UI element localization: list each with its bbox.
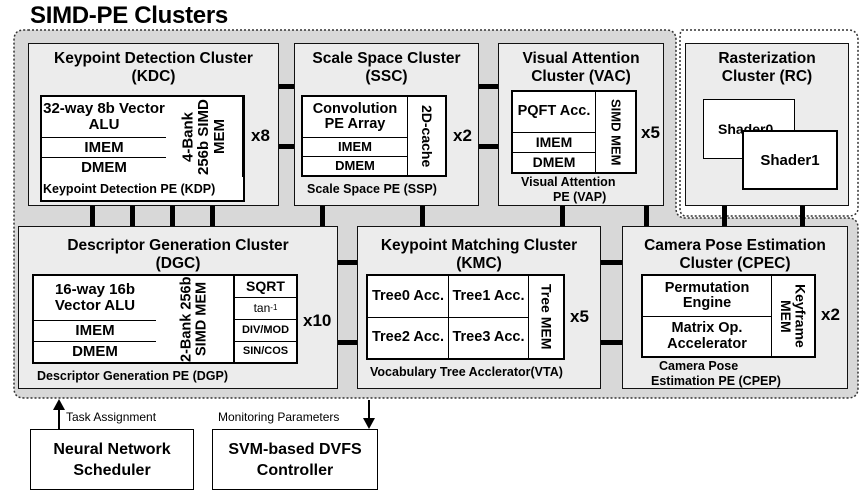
page-title: SIMD-PE Clusters	[30, 2, 228, 29]
dgp-alu: 16-way 16b Vector ALU	[54, 281, 136, 314]
kmc-title: Keypoint Matching Cluster	[380, 237, 578, 254]
kdc-mult: x8	[251, 126, 270, 145]
dgp-tan-label: tan	[253, 301, 271, 316]
vap-imem: IMEM	[513, 132, 595, 152]
cpec-cluster: Camera Pose Estimation Cluster (CPEC) Pe…	[622, 226, 848, 389]
cpec-caption2: Estimation PE (CPEP)	[651, 374, 781, 388]
bus-ssc-kmc	[420, 205, 425, 227]
bus-kdc-ssc-2	[278, 144, 294, 149]
vac-cluster: Visual Attention Cluster (VAC) PQFT Acc.…	[498, 43, 664, 206]
ssp-cache: 2D-cache	[407, 97, 445, 175]
bus-dgc-kmc-2	[338, 340, 358, 345]
vap-mem: SIMD MEM	[595, 92, 635, 172]
bus-kmc-cpec	[600, 260, 622, 265]
bus-ssc-vac-2	[478, 144, 498, 149]
cpec-title: Camera Pose Estimation	[644, 237, 826, 254]
dgc-cluster: Descriptor Generation Cluster (DGC) 16-w…	[18, 226, 338, 389]
dgp-dmem: DMEM	[34, 341, 156, 362]
monitoring-arrowhead	[363, 418, 375, 429]
kdp-dmem: DMEM	[42, 157, 166, 177]
ssp-imem: IMEM	[303, 137, 407, 156]
kdp-pe: 32-way 8b Vector ALU IMEM DMEM 4-Bank 25…	[40, 95, 245, 202]
vta-tree0: Tree0 Acc.	[371, 287, 444, 304]
ssc-mult: x2	[453, 126, 472, 145]
bus-kdc-dgc-1	[90, 205, 95, 227]
kmc-cluster: Keypoint Matching Cluster (KMC) Tree0 Ac…	[357, 226, 601, 389]
bus-kmc-cpec-2	[600, 340, 622, 345]
shader1-box: Shader1	[742, 130, 838, 190]
kdp-alu: 32-way 8b Vector ALU	[43, 100, 165, 133]
vta-mem: Tree MEM	[528, 276, 563, 358]
dvfs-controller-box: SVM-based DVFS Controller	[212, 429, 378, 490]
vta-pe: Tree0 Acc. Tree1 Acc. Tree2 Acc. Tree3 A…	[366, 274, 565, 360]
bus-dgc-kmc	[338, 260, 358, 265]
kdc-abbr: (KDC)	[131, 68, 176, 85]
vac-mult: x5	[641, 123, 660, 142]
vac-abbr: Cluster (VAC)	[531, 68, 631, 85]
ssc-title: Scale Space Cluster	[312, 50, 461, 67]
vta-tree3: Tree3 Acc.	[448, 317, 528, 358]
ssc-abbr: (SSC)	[365, 68, 408, 85]
ssp-pe: Convolution PE Array IMEM DMEM 2D-cache	[301, 95, 447, 177]
ssc-caption: Scale Space PE (SSP)	[307, 182, 437, 196]
monitoring-label: Monitoring Parameters	[218, 410, 340, 424]
vap-acc: PQFT Acc.	[517, 103, 591, 120]
rc-abbr: Cluster (RC)	[721, 68, 813, 85]
vac-caption1: Visual Attention	[521, 175, 616, 189]
vap-pe: PQFT Acc. IMEM DMEM SIMD MEM	[511, 90, 637, 174]
dgp-pe: 16-way 16b Vector ALU IMEM DMEM 2-Bank 2…	[32, 274, 298, 364]
bus-kdc-dgc-3	[170, 205, 175, 227]
kdc-caption: Keypoint Detection PE (KDP)	[43, 182, 216, 196]
ssp-dmem: DMEM	[303, 156, 407, 175]
kmc-abbr: (KMC)	[456, 255, 502, 272]
bus-kdc-ssc	[278, 84, 294, 89]
dgp-imem: IMEM	[34, 320, 156, 341]
dgc-abbr: (DGC)	[155, 255, 201, 272]
bus-rc-cpec-1	[722, 205, 727, 227]
bus-ssc-vac	[478, 84, 498, 89]
vac-caption2: PE (VAP)	[553, 190, 607, 204]
nn-scheduler-box: Neural Network Scheduler	[30, 429, 194, 490]
task-assignment-label: Task Assignment	[66, 410, 157, 424]
vac-title: Visual Attention	[522, 50, 640, 67]
vta-tree1: Tree1 Acc.	[448, 276, 528, 317]
bus-kdc-dgc-2	[130, 205, 135, 227]
cpep-matrix: Matrix Op. Accelerator	[643, 316, 771, 356]
kmc-caption: Vocabulary Tree Acclerator(VTA)	[370, 365, 563, 379]
bus-ssc-dgc	[320, 205, 325, 227]
task-assignment-arrowhead	[53, 399, 65, 410]
cpep-pe: Permutation Engine Matrix Op. Accelerato…	[641, 274, 816, 358]
kdc-title: Keypoint Detection Cluster	[54, 50, 253, 67]
vta-tree2: Tree2 Acc.	[368, 317, 448, 358]
cpec-caption1: Camera Pose	[659, 359, 739, 373]
kdp-imem: IMEM	[42, 137, 166, 157]
ssp-array: Convolution PE Array	[312, 100, 398, 132]
cpep-perm: Permutation Engine	[664, 279, 750, 311]
rc-cluster: Rasterization Cluster (RC) Shader0 Shade…	[685, 43, 849, 206]
bus-kdc-dgc-4	[210, 205, 215, 227]
dgp-divmod: DIV/MOD	[234, 319, 296, 341]
cpep-mem: Keyframe MEM	[771, 276, 814, 356]
dgc-mult: x10	[303, 311, 332, 330]
cpec-mult: x2	[821, 305, 840, 324]
dgc-title: Descriptor Generation Cluster	[67, 237, 289, 254]
kmc-mult: x5	[570, 307, 589, 326]
vap-dmem: DMEM	[513, 152, 595, 172]
bus-rc-cpec-2	[800, 205, 805, 227]
dgp-tan: tan-1	[234, 297, 296, 319]
dgp-sincos: SIN/COS	[234, 341, 296, 362]
dgp-tan-sup: -1	[270, 303, 278, 313]
cpec-abbr: Cluster (CPEC)	[679, 255, 791, 272]
kdc-cluster: Keypoint Detection Cluster (KDC) 32-way …	[28, 43, 279, 206]
dgp-sqrt: SQRT	[234, 276, 296, 297]
dgc-caption: Descriptor Generation PE (DGP)	[37, 369, 229, 383]
bus-vac-kmc	[560, 205, 565, 227]
rc-title: Rasterization	[718, 50, 816, 67]
bus-vac-cpec	[644, 205, 649, 227]
ssc-cluster: Scale Space Cluster (SSC) Convolution PE…	[294, 43, 479, 206]
